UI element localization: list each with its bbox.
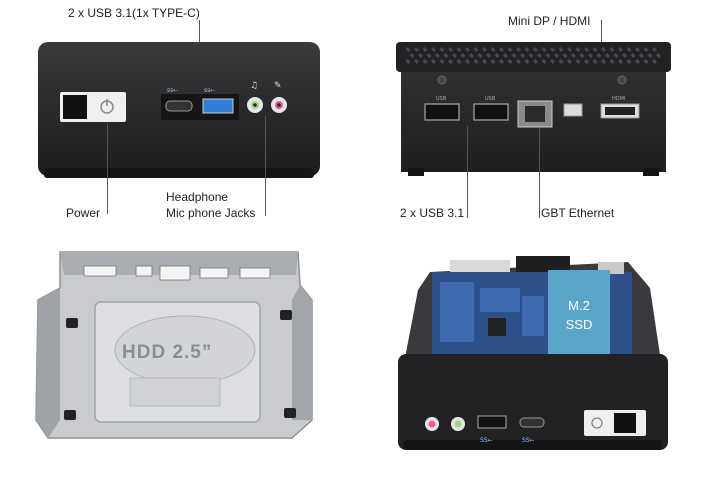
usb31-blue-port <box>202 98 234 114</box>
mic-icon: ✎ <box>274 81 282 91</box>
mini-dp-port <box>563 103 583 117</box>
leader-rear-usb <box>467 126 468 218</box>
label-mic-jacks: Mic phone Jacks <box>166 206 256 220</box>
m2-ssd-label: M.2 SSD <box>548 296 610 334</box>
chassis-cutouts <box>83 265 271 281</box>
bezel-usb-logo-1: SS← <box>480 437 493 444</box>
hdd-label: HDD 2.5” <box>122 342 213 363</box>
rear-usb-port-2 <box>473 103 509 121</box>
leader-ethernet <box>539 128 540 218</box>
usb-typec-port <box>165 100 193 112</box>
svg-text:ss⇠: ss⇠ <box>204 87 215 94</box>
leader-power <box>107 124 108 214</box>
bezel-usb-port <box>477 415 507 429</box>
bezel-power-icon <box>591 417 603 429</box>
label-rear-usb: 2 x USB 3.1 <box>400 206 465 220</box>
m2-label-line1: M.2 <box>568 298 590 313</box>
usb-port-label-2: USB <box>485 96 496 102</box>
label-headphone: Headphone <box>166 190 229 204</box>
leader-audio <box>265 116 266 216</box>
bezel-typec-port <box>519 417 545 428</box>
board-components <box>440 282 544 342</box>
label-power: Power <box>66 206 101 220</box>
rear-usb-port-1 <box>424 103 460 121</box>
headphone-icon: ♫ <box>250 81 258 91</box>
m2-label-line2: SSD <box>565 317 593 332</box>
usb-port-label-1: USB <box>436 96 447 102</box>
svg-text:ss⇠: ss⇠ <box>167 87 178 94</box>
label-gbt-ethernet: GBT Ethernet <box>541 206 615 220</box>
power-sensor <box>63 95 87 119</box>
label-mini-dp-hdmi: Mini DP / HDMI <box>508 14 591 28</box>
label-usb31-typec: 2 x USB 3.1(1x TYPE-C) <box>68 6 200 20</box>
bezel-usb-logo-2: SS← <box>522 437 535 444</box>
ethernet-port <box>517 100 553 128</box>
m2-ssd <box>548 270 610 356</box>
vent-pattern <box>405 47 661 64</box>
hdmi-port-label: HDMI <box>612 96 625 102</box>
leader-mini-dp-hdmi <box>601 20 602 42</box>
